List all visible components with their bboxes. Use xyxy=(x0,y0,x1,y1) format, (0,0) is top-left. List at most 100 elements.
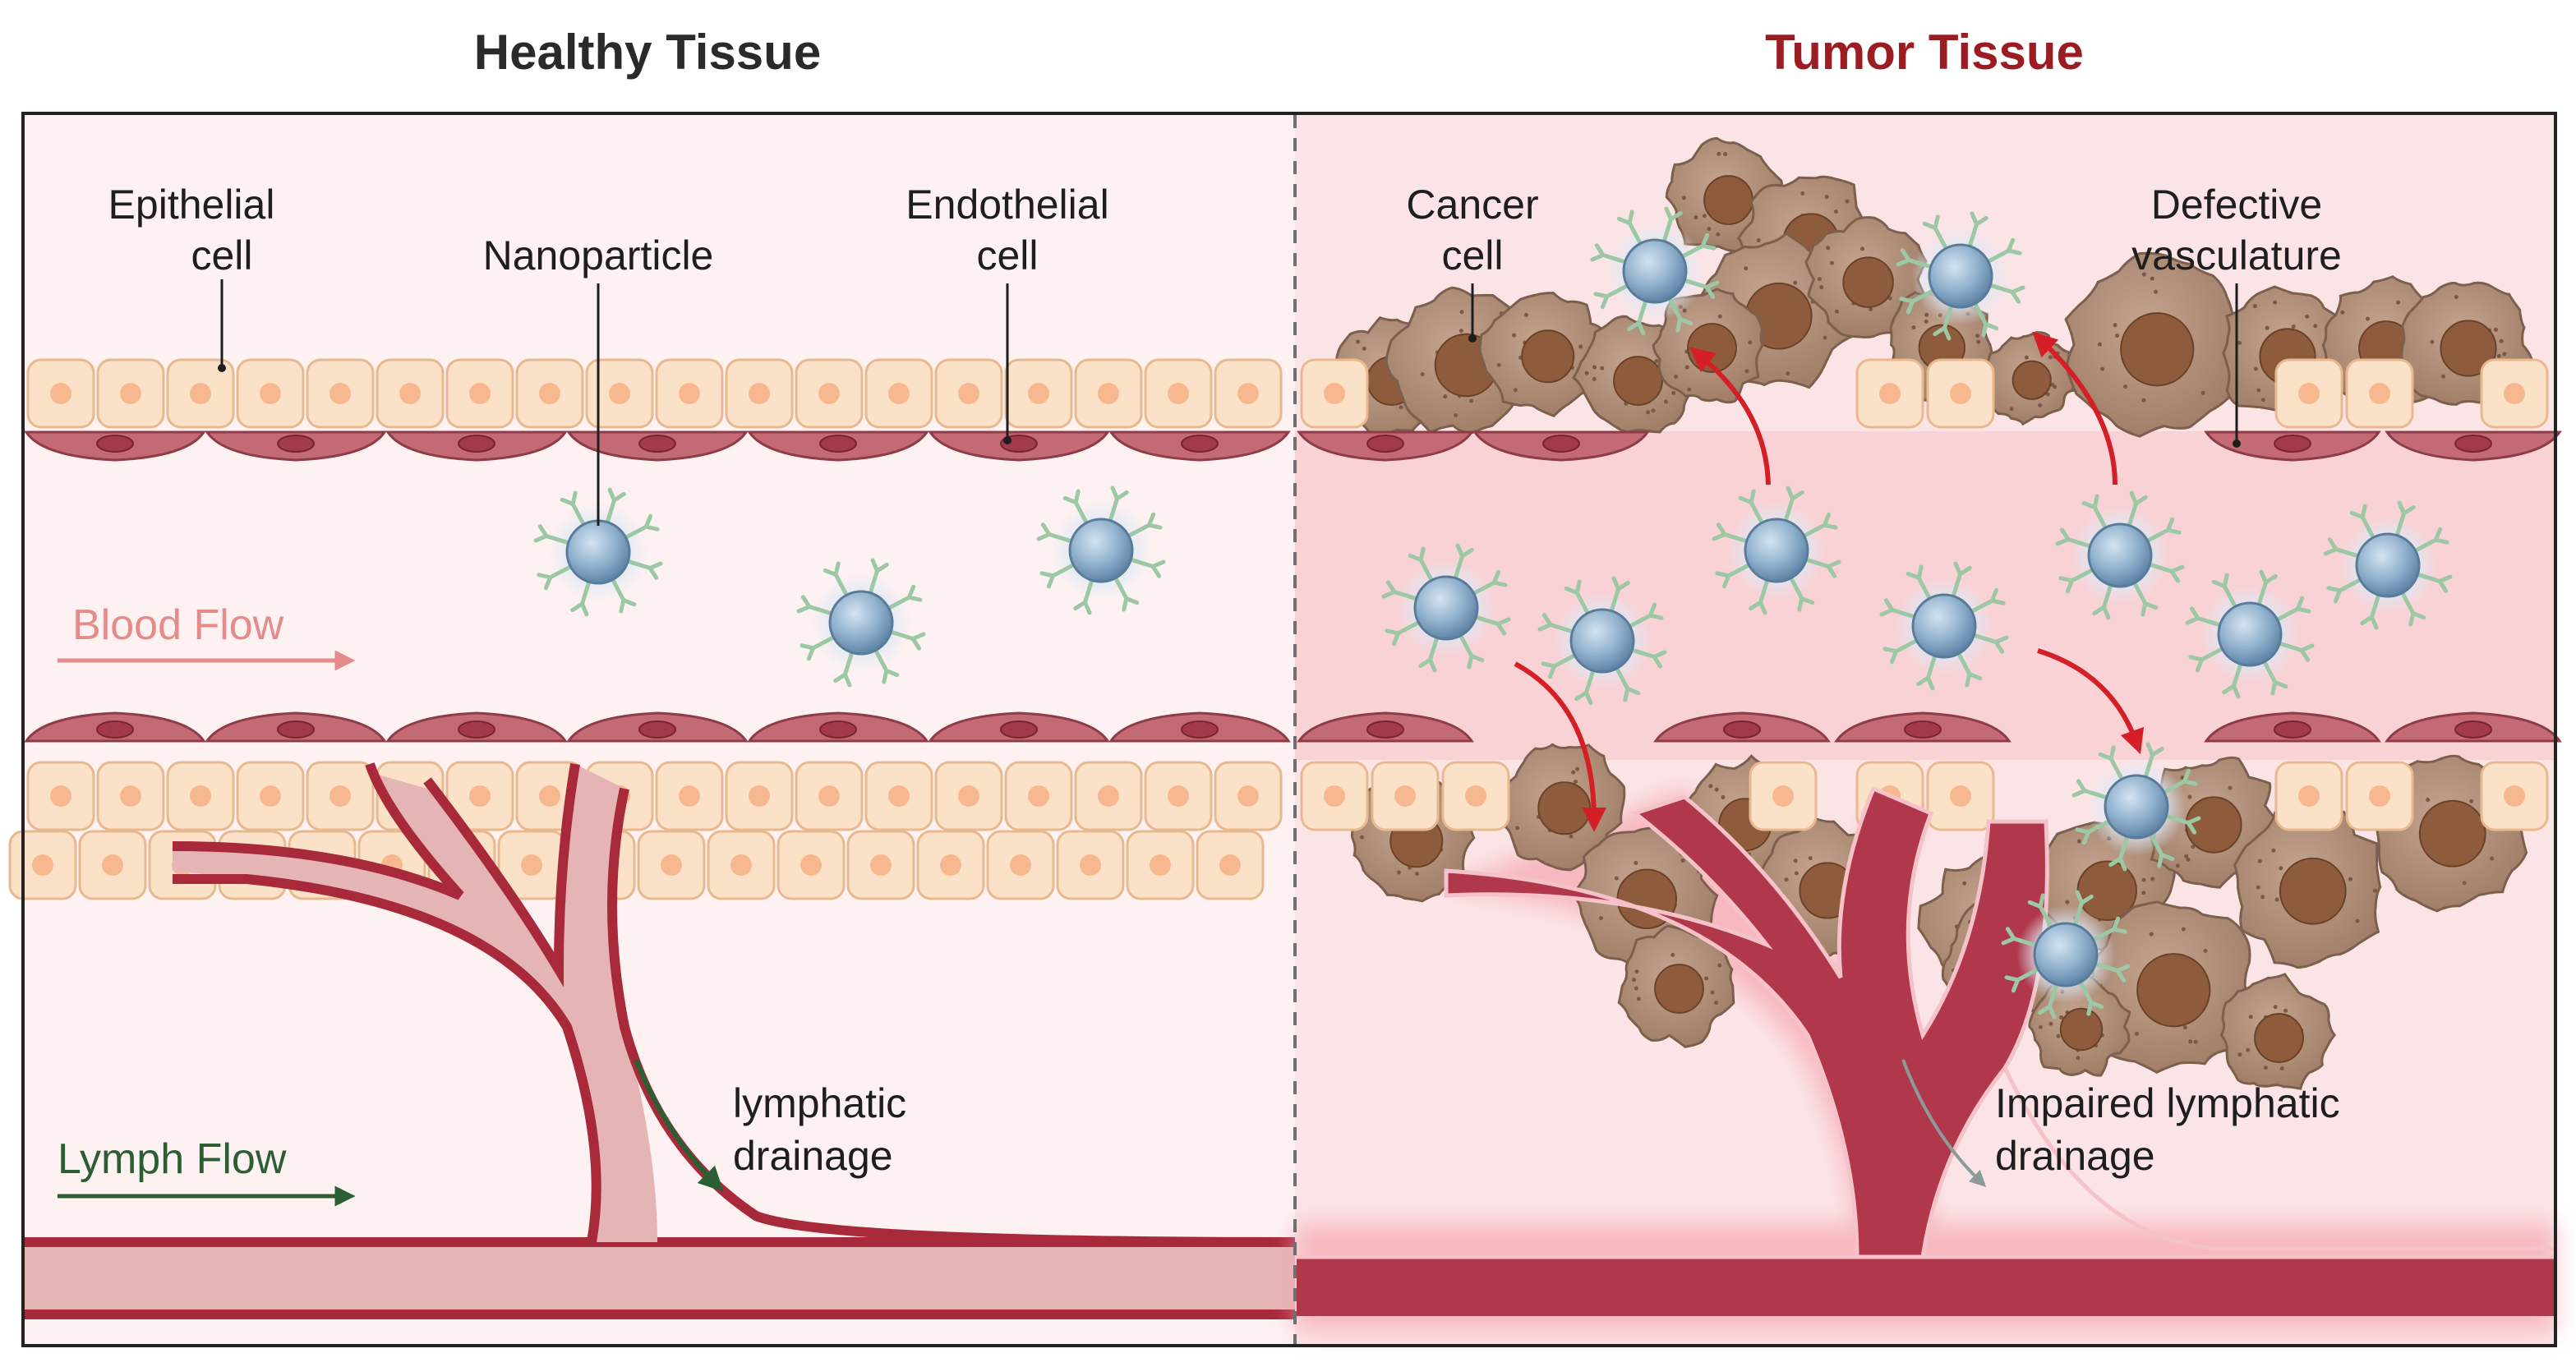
cancer-cell-granule xyxy=(2149,932,2154,937)
nanoparticle-ligand xyxy=(2360,515,2375,539)
nanoparticle-icon xyxy=(1879,561,2009,691)
cancer-cell-granule xyxy=(2113,323,2117,328)
epithelial-cell-icon xyxy=(96,761,165,831)
epithelial-cell-icon xyxy=(515,358,584,429)
cancer-cell-granule xyxy=(2141,272,2146,277)
cancer-cell-granule xyxy=(2228,785,2233,790)
nanoparticle-ligand xyxy=(2231,663,2242,688)
lymphatic-vessel-icon xyxy=(25,762,1296,1319)
cancer-cell-granule xyxy=(1845,199,1850,204)
cancer-cell-granule xyxy=(1634,986,1638,991)
epithelial-cell-icon xyxy=(2480,358,2549,429)
nanoparticle-ligand-tip xyxy=(906,584,923,602)
nanoparticle-ligand-tip xyxy=(1699,232,1717,251)
epithelial-cell-icon xyxy=(1300,761,1369,831)
epithelial-cell-icon xyxy=(1441,761,1510,831)
endothelial-cell-nucleus xyxy=(2274,435,2311,453)
nanoparticle-ligand-tip xyxy=(1712,522,1728,541)
epithelial-cell-icon xyxy=(26,761,95,831)
nanoparticle-ligand xyxy=(1684,278,1709,290)
nanoparticle-ligand xyxy=(1459,634,1474,658)
epithelial-cell-nucleus xyxy=(679,785,700,807)
nanoparticle-ligand-tip xyxy=(1879,598,1896,617)
cancer-cell-granule xyxy=(1748,340,1753,345)
epithelial-cell-icon xyxy=(776,830,846,900)
endothelial-cell-icon xyxy=(566,430,749,462)
epithelial-cell-nucleus xyxy=(1950,383,1971,404)
nanoparticle-ligand xyxy=(2279,642,2304,653)
nanoparticle-ligand-tip xyxy=(833,671,852,688)
nanoparticle-ligand-tip xyxy=(2081,494,2099,511)
epithelial-cell-icon xyxy=(78,830,147,900)
nanoparticle-ligand xyxy=(1758,579,1769,605)
epithelial-cell-icon xyxy=(1144,358,1213,429)
nanoparticle-ligand xyxy=(2079,981,2094,1005)
cancer-cell-granule xyxy=(1786,371,1790,376)
epithelial-cell-icon xyxy=(1300,358,1369,429)
nanoparticle-ligand xyxy=(1989,283,2015,295)
nanoparticle-ligand xyxy=(579,581,591,606)
nanoparticle-ligand-tip xyxy=(2092,604,2111,620)
epithelial-cell-nucleus xyxy=(469,383,491,404)
cancer-cell-granule xyxy=(1396,870,1401,875)
epithelial-cell-nucleus xyxy=(2369,785,2390,807)
nanoparticle-ligand xyxy=(2276,606,2300,621)
nanoparticle-ligand xyxy=(1051,564,1075,578)
cancer-cell-granule xyxy=(2188,1039,2193,1044)
cancer-cell-granule xyxy=(1600,366,1605,371)
cancer-cell-granule xyxy=(2024,355,2029,360)
epithelial-cell-nucleus xyxy=(1080,854,1101,876)
epithelial-cell-icon xyxy=(1004,358,1073,429)
cancer-cell-granule xyxy=(1674,375,1679,380)
defective-leader-dot xyxy=(2233,440,2241,448)
nanoparticle-ligand xyxy=(1805,558,1831,569)
epithelial-cell-nucleus xyxy=(888,785,910,807)
cancer-cell-granule xyxy=(1721,794,1726,799)
epithelial-cell-nucleus xyxy=(190,785,211,807)
endothelial-cell-nucleus xyxy=(96,435,134,453)
cancer-cell-granule xyxy=(1634,860,1638,865)
nanoparticle-ligand-tip xyxy=(2326,586,2343,604)
nanoparticle-icon xyxy=(2055,490,2185,620)
endothelial-cell-icon xyxy=(205,711,387,743)
epithelial-cell-nucleus xyxy=(1028,785,1049,807)
cancer-cell-icon xyxy=(2219,973,2337,1090)
nanoparticle-ligand xyxy=(1114,577,1129,601)
nanoparticle-ligand-tip xyxy=(1455,543,1474,559)
epithelial-cell-nucleus xyxy=(800,854,822,876)
cancer-cell-granule xyxy=(1523,312,1528,317)
epithelial-cell-icon xyxy=(986,830,1055,900)
nanoparticle-ligand xyxy=(1749,500,1763,524)
nanoparticle-ligand xyxy=(2222,584,2237,608)
nanoparticle-ligand-tip xyxy=(1896,248,1912,267)
cancer-cell-granule xyxy=(1819,285,1824,290)
nanoparticle-ligand-tip xyxy=(2397,500,2416,517)
endothelial-cell-icon xyxy=(2385,430,2562,462)
nanoparticle-ligand-tip xyxy=(1590,243,1606,262)
cancer-cell-granule xyxy=(2252,304,2257,309)
cancer-cell-granule xyxy=(2009,407,2014,412)
cancer-cell-granule xyxy=(2141,891,2146,895)
nanoparticle-ligand xyxy=(2414,537,2438,552)
nanoparticle-ligand-tip xyxy=(1381,580,1398,599)
endothelial-cell-nucleus xyxy=(458,720,495,739)
endothelial-cell-icon xyxy=(2204,430,2381,462)
nanoparticle-ligand xyxy=(1629,613,1652,628)
cancer-cell-granule xyxy=(1684,365,1689,370)
nanoparticle-ligand xyxy=(627,559,652,571)
nanoparticle-ligand-tip xyxy=(2185,606,2201,625)
cancer-cell-nucleus xyxy=(2185,796,2242,854)
nanoparticle-ligand-tip xyxy=(823,561,841,578)
nanoparticle-ligand-tip xyxy=(647,561,663,580)
nanoparticle-ligand-tip xyxy=(1627,320,1646,336)
nanoparticle-ligand xyxy=(1668,297,1683,321)
cancer-cell-granule xyxy=(2059,1015,2064,1019)
nanoparticle-ligand xyxy=(2401,591,2416,615)
epithelial-cell-nucleus xyxy=(870,854,892,876)
nanoparticle-ligand-tip xyxy=(1564,579,1582,596)
epithelial-cell-nucleus xyxy=(521,854,542,876)
nanoparticle-ligand xyxy=(1970,598,1994,613)
nanoparticle-ligand xyxy=(2092,505,2107,529)
nanoparticle-ligand-tip xyxy=(2058,576,2076,594)
